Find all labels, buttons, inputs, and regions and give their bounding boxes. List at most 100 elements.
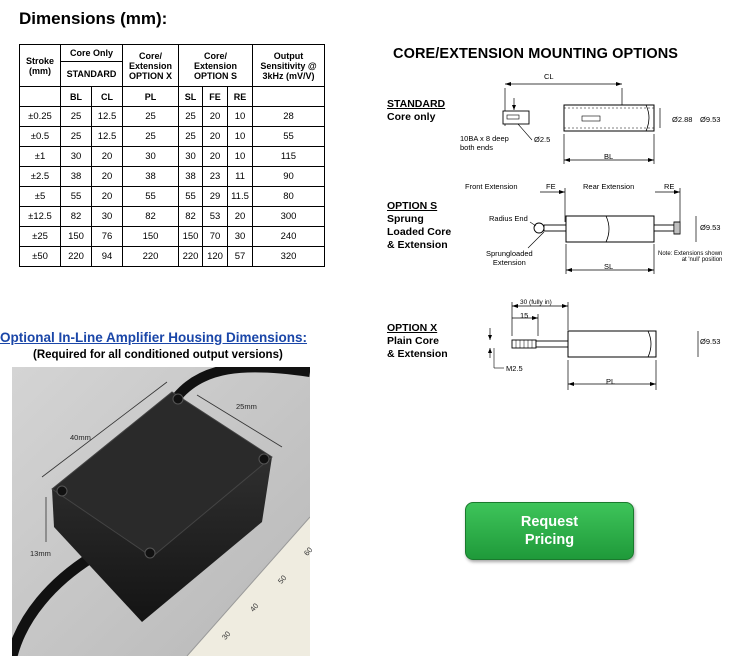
table-cell: 25 [122, 106, 179, 127]
table-cell: 82 [60, 206, 92, 227]
table-cell: 115 [252, 146, 325, 167]
header-core-only: Core Only [60, 44, 123, 62]
table-cell: 30 [91, 206, 123, 227]
amplifier-subtitle: (Required for all conditioned output ver… [33, 349, 283, 361]
request-pricing-button[interactable]: Request Pricing [465, 502, 634, 560]
table-cell: 57 [227, 246, 253, 267]
table-cell: 150 [122, 226, 179, 247]
extension-note: Note: Extensions shown at 'null' positio… [658, 251, 723, 263]
table-cell: 300 [252, 206, 325, 227]
table-cell: ±1 [19, 146, 61, 167]
table-cell: 320 [252, 246, 325, 267]
standard-cl: CL [544, 72, 554, 81]
table-cell: 220 [60, 246, 92, 267]
table-cell: 53 [202, 206, 228, 227]
standard-diagram [502, 82, 661, 164]
table-cell: 30 [178, 146, 203, 167]
table-cell: 25 [178, 106, 203, 127]
option-s-diameter: Ø9.53 [700, 223, 721, 232]
table-cell: 150 [60, 226, 92, 247]
table-cell: 11 [227, 166, 253, 187]
table-cell: 10 [227, 106, 253, 127]
fifteen-label: 15 [520, 311, 529, 320]
table-cell: 10 [227, 146, 253, 167]
table-cell: 94 [91, 246, 123, 267]
option-s-diagram [527, 188, 697, 274]
option-x-label: OPTION X Plain Core & Extension [387, 322, 448, 360]
table-cell: 25 [60, 126, 92, 147]
table-cell: 25 [60, 106, 92, 127]
table-cell: 80 [252, 186, 325, 207]
radius-end-label: Radius End [489, 214, 528, 223]
header-stroke: Stroke (mm) [19, 44, 61, 87]
sl-label: SL [604, 262, 614, 271]
header-bl: BL [60, 86, 92, 107]
table-cell: ±50 [19, 246, 61, 267]
table-cell: 76 [91, 226, 123, 247]
table-cell: ±0.5 [19, 126, 61, 147]
standard-label: STANDARD Core only [387, 98, 446, 123]
amplifier-photo: 40mm 25mm 13mm 60 50 40 30 [6, 362, 314, 658]
table-cell: 28 [252, 106, 325, 127]
table-cell: 20 [91, 166, 123, 187]
header-output: Output Sensitivity @ 3kHz (mV/V) [252, 44, 325, 87]
table-cell: 11.5 [227, 186, 253, 207]
option-x-diagram [488, 302, 699, 390]
amp-dim-height: 13mm [30, 549, 51, 558]
fully-in-label: 30 (fully in) [520, 299, 552, 306]
table-cell: 20 [202, 146, 228, 167]
table-cell: 30 [60, 146, 92, 167]
standard-bl: BL [604, 152, 614, 161]
amp-dim-length: 40mm [70, 433, 91, 442]
amplifier-title-link[interactable]: Optional In-Line Amplifier Housing Dimen… [0, 330, 308, 345]
amp-dim-width: 25mm [236, 402, 257, 411]
table-cell: 25 [122, 126, 179, 147]
table-cell: 70 [202, 226, 228, 247]
table-cell: 90 [252, 166, 325, 187]
header-re: RE [227, 86, 253, 107]
page-title: Dimensions (mm): [19, 9, 168, 28]
header-cl: CL [91, 86, 123, 107]
header-standard: STANDARD [60, 61, 123, 87]
table-cell: 12.5 [91, 126, 123, 147]
table-cell: 220 [178, 246, 203, 267]
header-core-ext-x: Core/ Extension OPTION X [122, 44, 179, 87]
table-cell: ±5 [19, 186, 61, 207]
header-pl: PL [122, 86, 179, 107]
standard-d1: Ø2.88 [672, 115, 693, 124]
standard-thread: 10BA x 8 deep both ends [460, 134, 509, 152]
header-core-ext-s: Core/ Extension OPTION S [178, 44, 253, 87]
standard-d2: Ø9.53 [700, 115, 721, 124]
table-cell: 20 [202, 126, 228, 147]
re-label: RE [664, 182, 675, 191]
table-cell: 55 [178, 186, 203, 207]
dimensions-table: Stroke (mm) Core Only Core/ Extension OP… [19, 44, 325, 267]
standard-d3: Ø2.5 [534, 135, 551, 144]
table-cell: ±25 [19, 226, 61, 247]
table-cell: 20 [227, 206, 253, 227]
fe-label: FE [546, 182, 556, 191]
table-cell: 82 [122, 206, 179, 227]
table-cell: 20 [202, 106, 228, 127]
table-cell: 20 [91, 186, 123, 207]
m25-label: M2.5 [506, 364, 523, 373]
table-cell: 38 [122, 166, 179, 187]
pl-label: PL [606, 377, 616, 386]
table-cell: ±12.5 [19, 206, 61, 227]
table-cell: 55 [252, 126, 325, 147]
table-cell: 30 [122, 146, 179, 167]
table-cell: ±2.5 [19, 166, 61, 187]
table-cell: 38 [60, 166, 92, 187]
rear-extension-label: Rear Extension [583, 182, 635, 191]
table-cell: 20 [91, 146, 123, 167]
table-cell: 29 [202, 186, 228, 207]
table-cell: 23 [202, 166, 228, 187]
sprungloaded-label: Sprungloaded Extension [486, 249, 533, 267]
